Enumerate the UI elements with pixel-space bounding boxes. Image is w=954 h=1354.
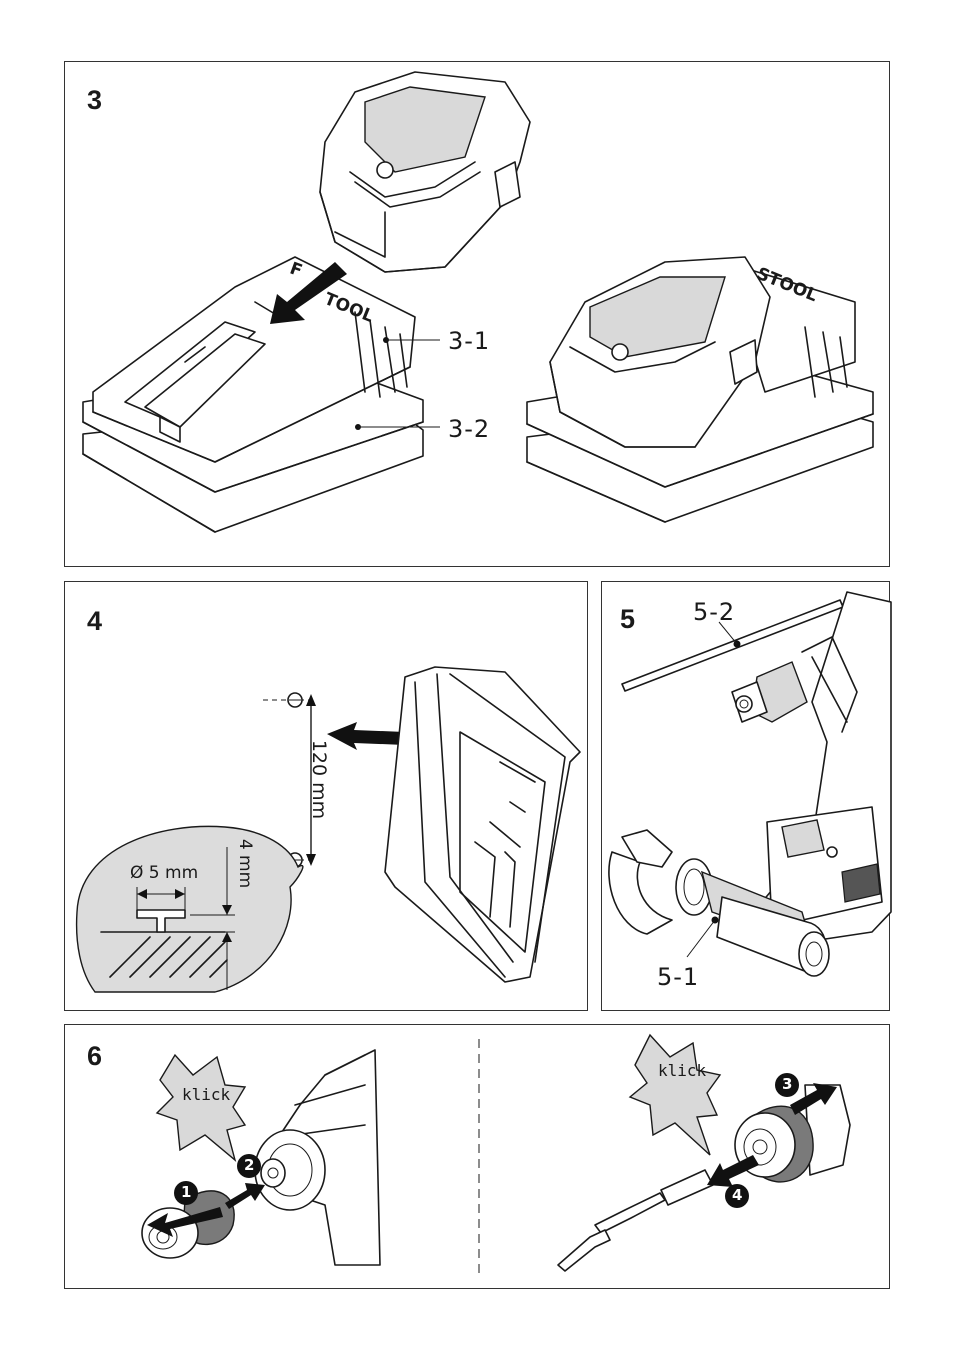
figure-6-number: 6 (87, 1041, 103, 1071)
side-handle (608, 829, 830, 977)
step-3-label: 3 (782, 1075, 793, 1093)
figure-5-illustration (608, 591, 892, 977)
battery-pack-top (319, 71, 531, 273)
charger-right-with-battery (526, 256, 874, 523)
figure-4-number: 4 (87, 606, 103, 636)
step-1-label: 1 (181, 1183, 192, 1201)
drill-with-chuck (141, 1049, 381, 1266)
figure-6-panel: 6 (64, 1024, 890, 1289)
step-3-badge (775, 1073, 799, 1097)
callout-3-1: 3-1 (448, 327, 491, 355)
klick-burst-right (628, 1033, 722, 1156)
dimension-120mm: 120 mm (308, 739, 331, 820)
figure-3-number: 3 (87, 85, 103, 115)
mount-arrow (327, 722, 405, 750)
step-1-badge (174, 1181, 198, 1205)
figure-3-panel: 3 (64, 61, 890, 567)
charger-bottom-view (384, 666, 581, 983)
klick-label-left: klick (182, 1085, 231, 1104)
klick-label-right: klick (658, 1061, 707, 1080)
charger-left (82, 256, 440, 533)
figure-4-illustration (75, 666, 581, 993)
figure-5-panel: 5 (601, 581, 892, 1011)
chuck-with-bit (557, 1083, 851, 1272)
step-2-label: 2 (244, 1156, 255, 1174)
callout-3-2: 3-2 (448, 415, 491, 443)
dimension-diameter: Ø 5 mm (130, 863, 199, 883)
figure-6-illustration (141, 1033, 851, 1275)
step-4-badge (725, 1184, 749, 1208)
klick-burst-left (155, 1053, 247, 1162)
dimension-depth: 4 mm (235, 838, 256, 889)
step-4-label: 4 (732, 1186, 743, 1204)
step-2-badge (237, 1154, 261, 1178)
drill-driver (731, 591, 892, 948)
figure-3-illustration (82, 71, 874, 533)
callout-5-1: 5-1 (657, 963, 700, 991)
screw-detail-bubble (75, 825, 304, 993)
figure-4-panel: 4 (64, 581, 588, 1011)
figure-5-number: 5 (620, 604, 636, 634)
callout-5-2: 5-2 (693, 598, 736, 626)
